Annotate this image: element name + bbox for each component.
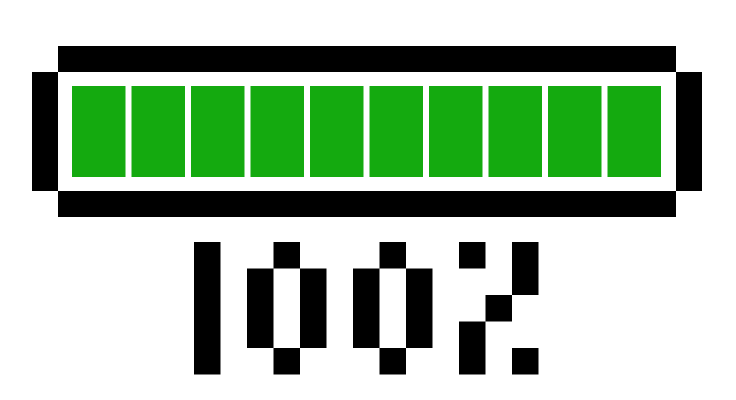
frame-top [58, 46, 676, 72]
glyph-pixel [485, 295, 512, 322]
glyph-pixel [512, 242, 539, 269]
battery-segment [72, 86, 126, 177]
glyph-pixel [353, 268, 380, 295]
battery-segment [191, 86, 245, 177]
battery-percent-label [194, 242, 539, 375]
glyph-pixel [194, 242, 221, 269]
frame-bottom [58, 191, 676, 217]
glyph-pixel [379, 242, 406, 269]
battery-segment [369, 86, 423, 177]
glyph-pixel [300, 321, 327, 348]
glyph-pixel [273, 242, 300, 269]
glyph-pixel [459, 348, 486, 375]
glyph-pixel [406, 321, 433, 348]
battery-segment [429, 86, 483, 177]
glyph-pixel [353, 295, 380, 322]
glyph-pixel [512, 268, 539, 295]
glyph-pixel [273, 348, 300, 375]
glyph-1 [194, 242, 221, 375]
glyph-percent [459, 242, 539, 375]
glyph-pixel [194, 268, 221, 295]
glyph-pixel [406, 268, 433, 295]
battery-segment [488, 86, 542, 177]
glyph-pixel [459, 321, 486, 348]
glyph-pixel [512, 348, 539, 375]
battery-segment [250, 86, 304, 177]
battery-segment [548, 86, 602, 177]
glyph-pixel [300, 295, 327, 322]
glyph-pixel [353, 321, 380, 348]
glyph-pixel [247, 295, 274, 322]
glyph-0 [247, 242, 327, 375]
glyph-pixel [379, 348, 406, 375]
glyph-pixel [300, 268, 327, 295]
frame-left [32, 72, 58, 191]
frame-right [676, 72, 702, 191]
glyph-pixel [194, 348, 221, 375]
glyph-pixel [194, 321, 221, 348]
glyph-pixel [247, 321, 274, 348]
glyph-pixel [247, 268, 274, 295]
battery-segments [72, 86, 661, 177]
glyph-pixel [194, 295, 221, 322]
battery-segment [131, 86, 185, 177]
battery-segment [607, 86, 661, 177]
battery-frame [32, 46, 702, 217]
glyph-pixel [406, 295, 433, 322]
glyph-pixel [459, 242, 486, 269]
battery-segment [310, 86, 364, 177]
glyph-0 [353, 242, 433, 375]
